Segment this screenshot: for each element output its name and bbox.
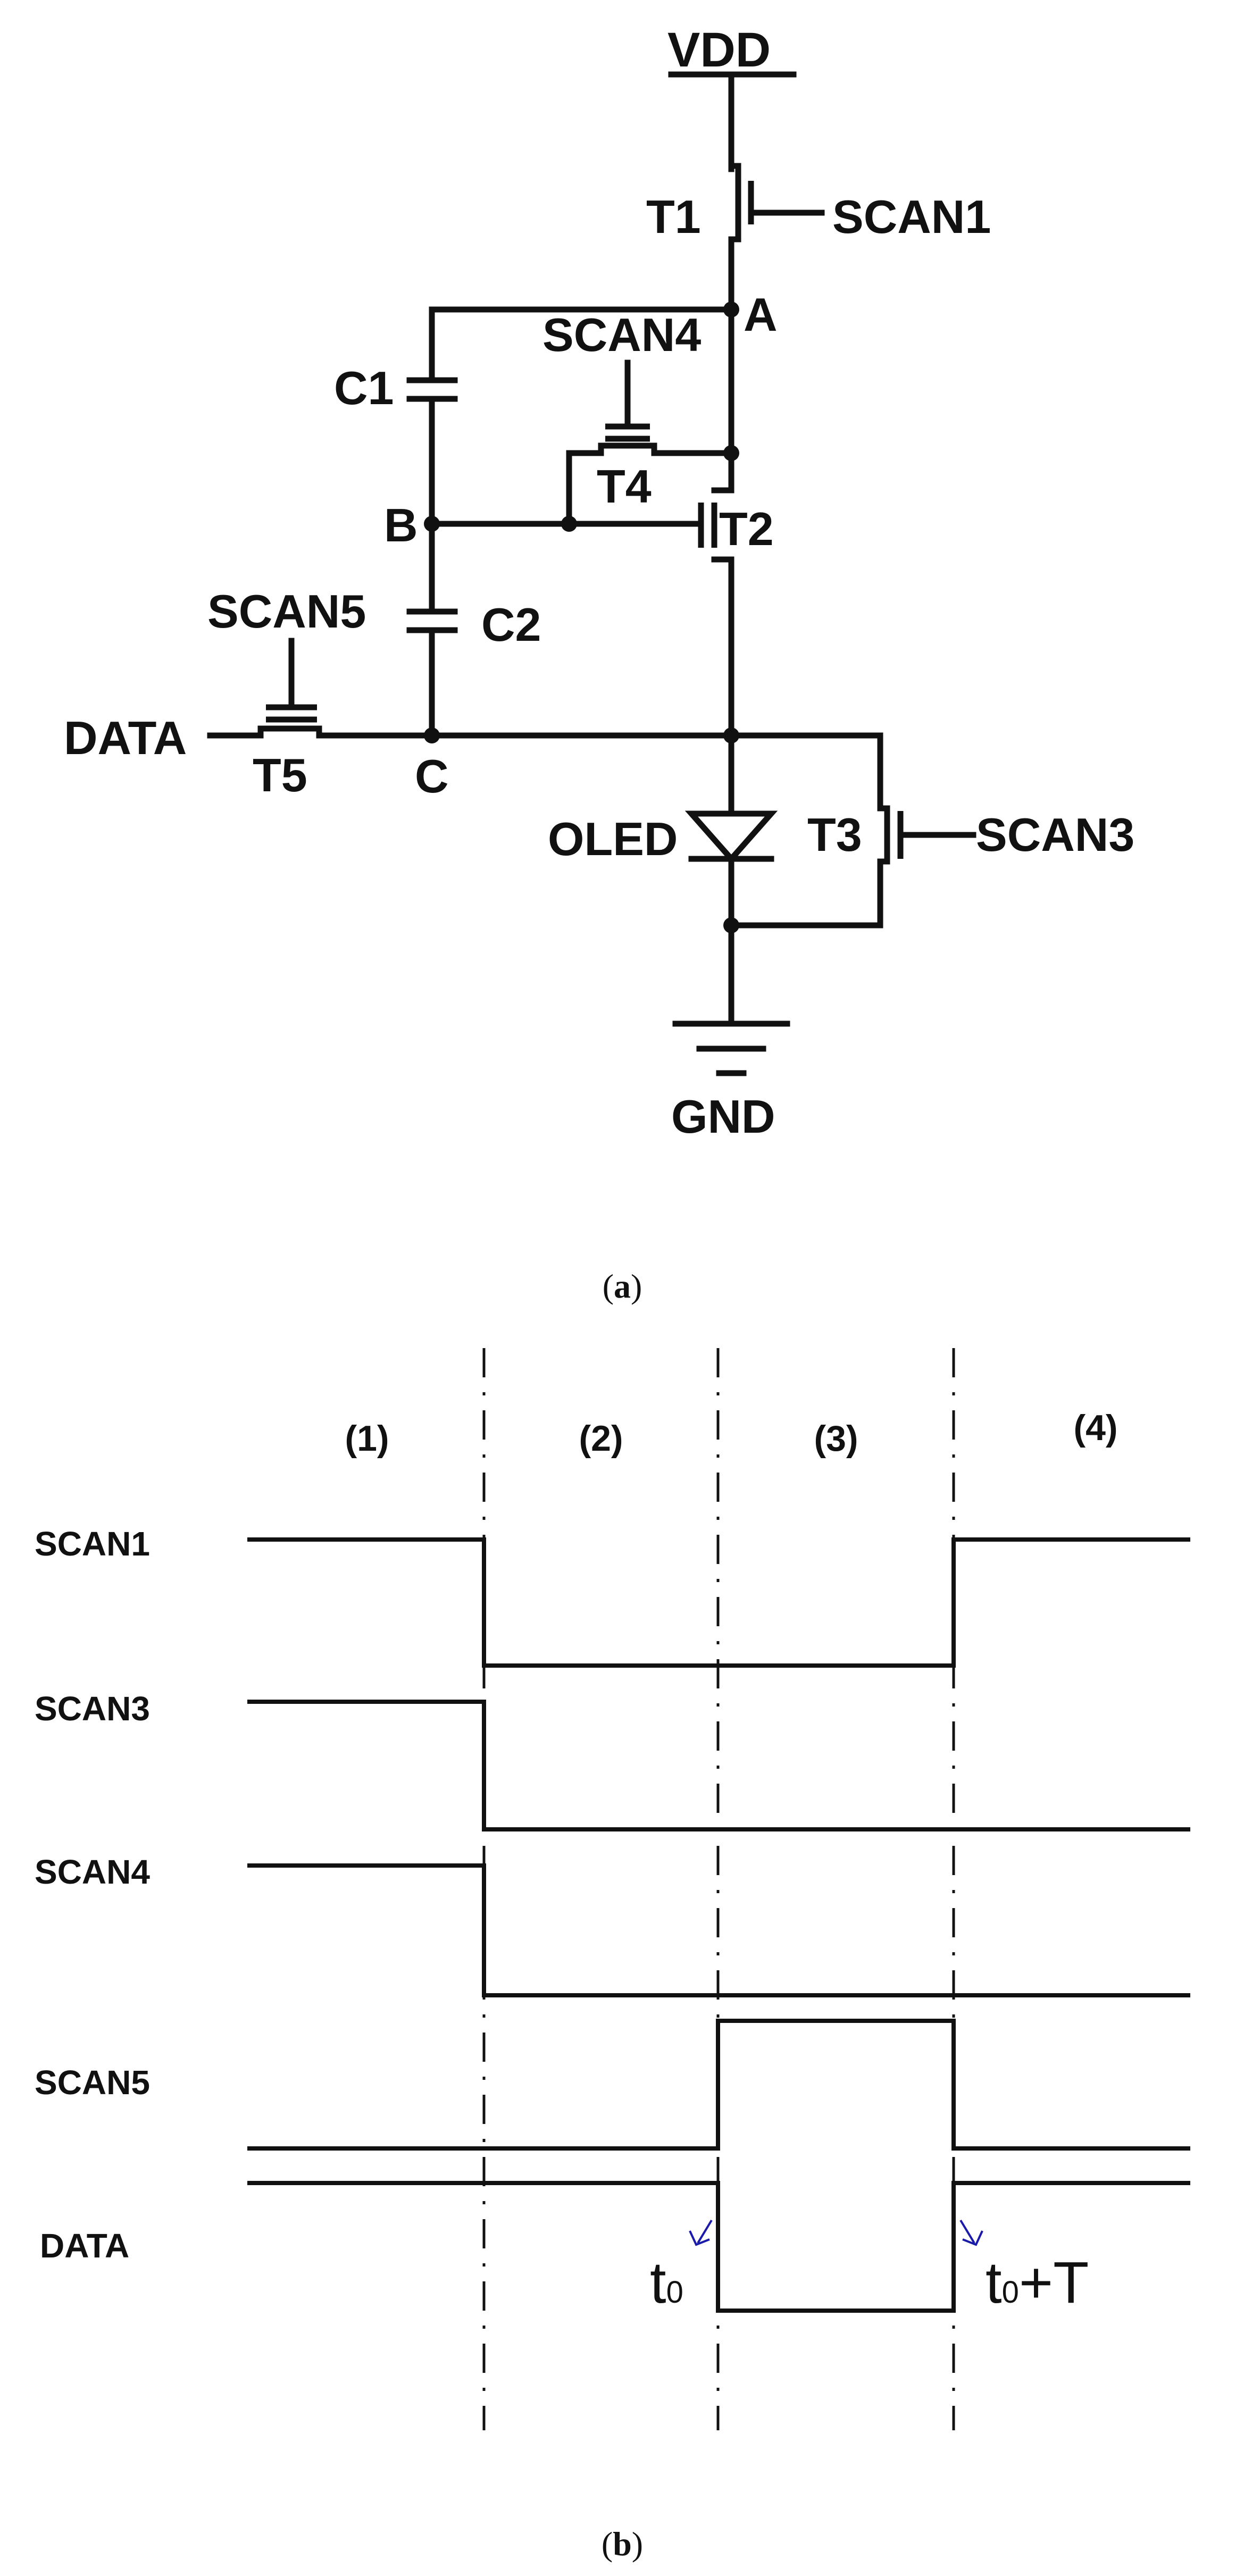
- timing-diagram: (1) (2) (3) (4) SCAN1 SCAN3 SCAN4 SCAN5 …: [35, 1348, 1190, 2430]
- c2-label: C2: [481, 598, 541, 651]
- transistor-t5: SCAN5 T5: [207, 585, 883, 801]
- t1-label: T1: [646, 190, 701, 243]
- t0-marker: t0: [650, 2219, 713, 2315]
- waveform-scan1: [247, 1537, 1190, 1668]
- scan5-label: SCAN5: [207, 585, 366, 638]
- node-b-label: B: [384, 499, 418, 551]
- phase-label-2: (2): [579, 1418, 623, 1459]
- node-c-label: C: [415, 750, 449, 802]
- caption-b: (b): [602, 2525, 643, 2563]
- transistor-t3: T3 SCAN3: [728, 732, 1134, 929]
- waveform-scan3: [247, 1700, 1190, 1831]
- gnd-label: GND: [671, 1090, 775, 1143]
- t4-source-dot: [561, 516, 577, 532]
- pixel-circuit-schematic: VDD T1 SCAN1 A C1 SCAN4: [64, 23, 1134, 1143]
- waveform-data: [247, 2181, 1190, 2313]
- t2-label: T2: [719, 503, 774, 555]
- oled-diode: OLED: [548, 732, 778, 1024]
- transistor-t1: T1 SCAN1: [646, 163, 991, 248]
- scan1-label: SCAN1: [832, 190, 991, 243]
- node-c-dot: [424, 727, 440, 743]
- node-b-dot: [424, 516, 440, 532]
- t0-arrow-icon: [697, 2219, 713, 2244]
- c1-label: C1: [334, 362, 394, 414]
- row-label-scan4: SCAN4: [35, 1853, 150, 1891]
- node-a-label: A: [744, 288, 778, 341]
- t0-plus-t-arrowhead-icon: [962, 2230, 983, 2246]
- waveform-scan5: [247, 2019, 1190, 2151]
- capacitor-c1: C1: [334, 362, 458, 414]
- row-label-data: DATA: [40, 2227, 129, 2265]
- t0-label: t0: [650, 2250, 683, 2315]
- ground-symbol: GND: [671, 1021, 790, 1143]
- t0-arrowhead-icon: [689, 2230, 710, 2246]
- phase-label-1: (1): [345, 1418, 389, 1459]
- t0-plus-t-arrow-icon: [959, 2219, 975, 2244]
- row-label-scan3: SCAN3: [35, 1690, 150, 1728]
- t5-label: T5: [253, 749, 307, 801]
- scan4-label: SCAN4: [542, 308, 701, 361]
- transistor-t2: T2: [698, 458, 774, 737]
- t0-plus-t-marker: t0+T: [959, 2219, 1089, 2315]
- capacitor-c2: C2: [406, 598, 541, 651]
- phase-label-4: (4): [1073, 1408, 1117, 1448]
- a-to-c1-wire: [429, 306, 734, 383]
- waveform-scan4: [247, 1863, 1190, 1997]
- row-label-scan5: SCAN5: [35, 2063, 150, 2102]
- row-label-scan1: SCAN1: [35, 1525, 150, 1563]
- t4-drain-dot: [723, 445, 739, 461]
- oled-label: OLED: [548, 813, 678, 865]
- data-label: DATA: [64, 712, 187, 764]
- t0-plus-t-label: t0+T: [986, 2250, 1089, 2315]
- t3-label: T3: [807, 808, 862, 861]
- caption-a: (a): [603, 1267, 642, 1305]
- transistor-t4: SCAN4 T4: [542, 308, 734, 527]
- vdd-label: VDD: [667, 23, 771, 77]
- t4-label: T4: [597, 460, 652, 513]
- scan3-label: SCAN3: [976, 808, 1134, 861]
- phase-label-3: (3): [814, 1418, 858, 1459]
